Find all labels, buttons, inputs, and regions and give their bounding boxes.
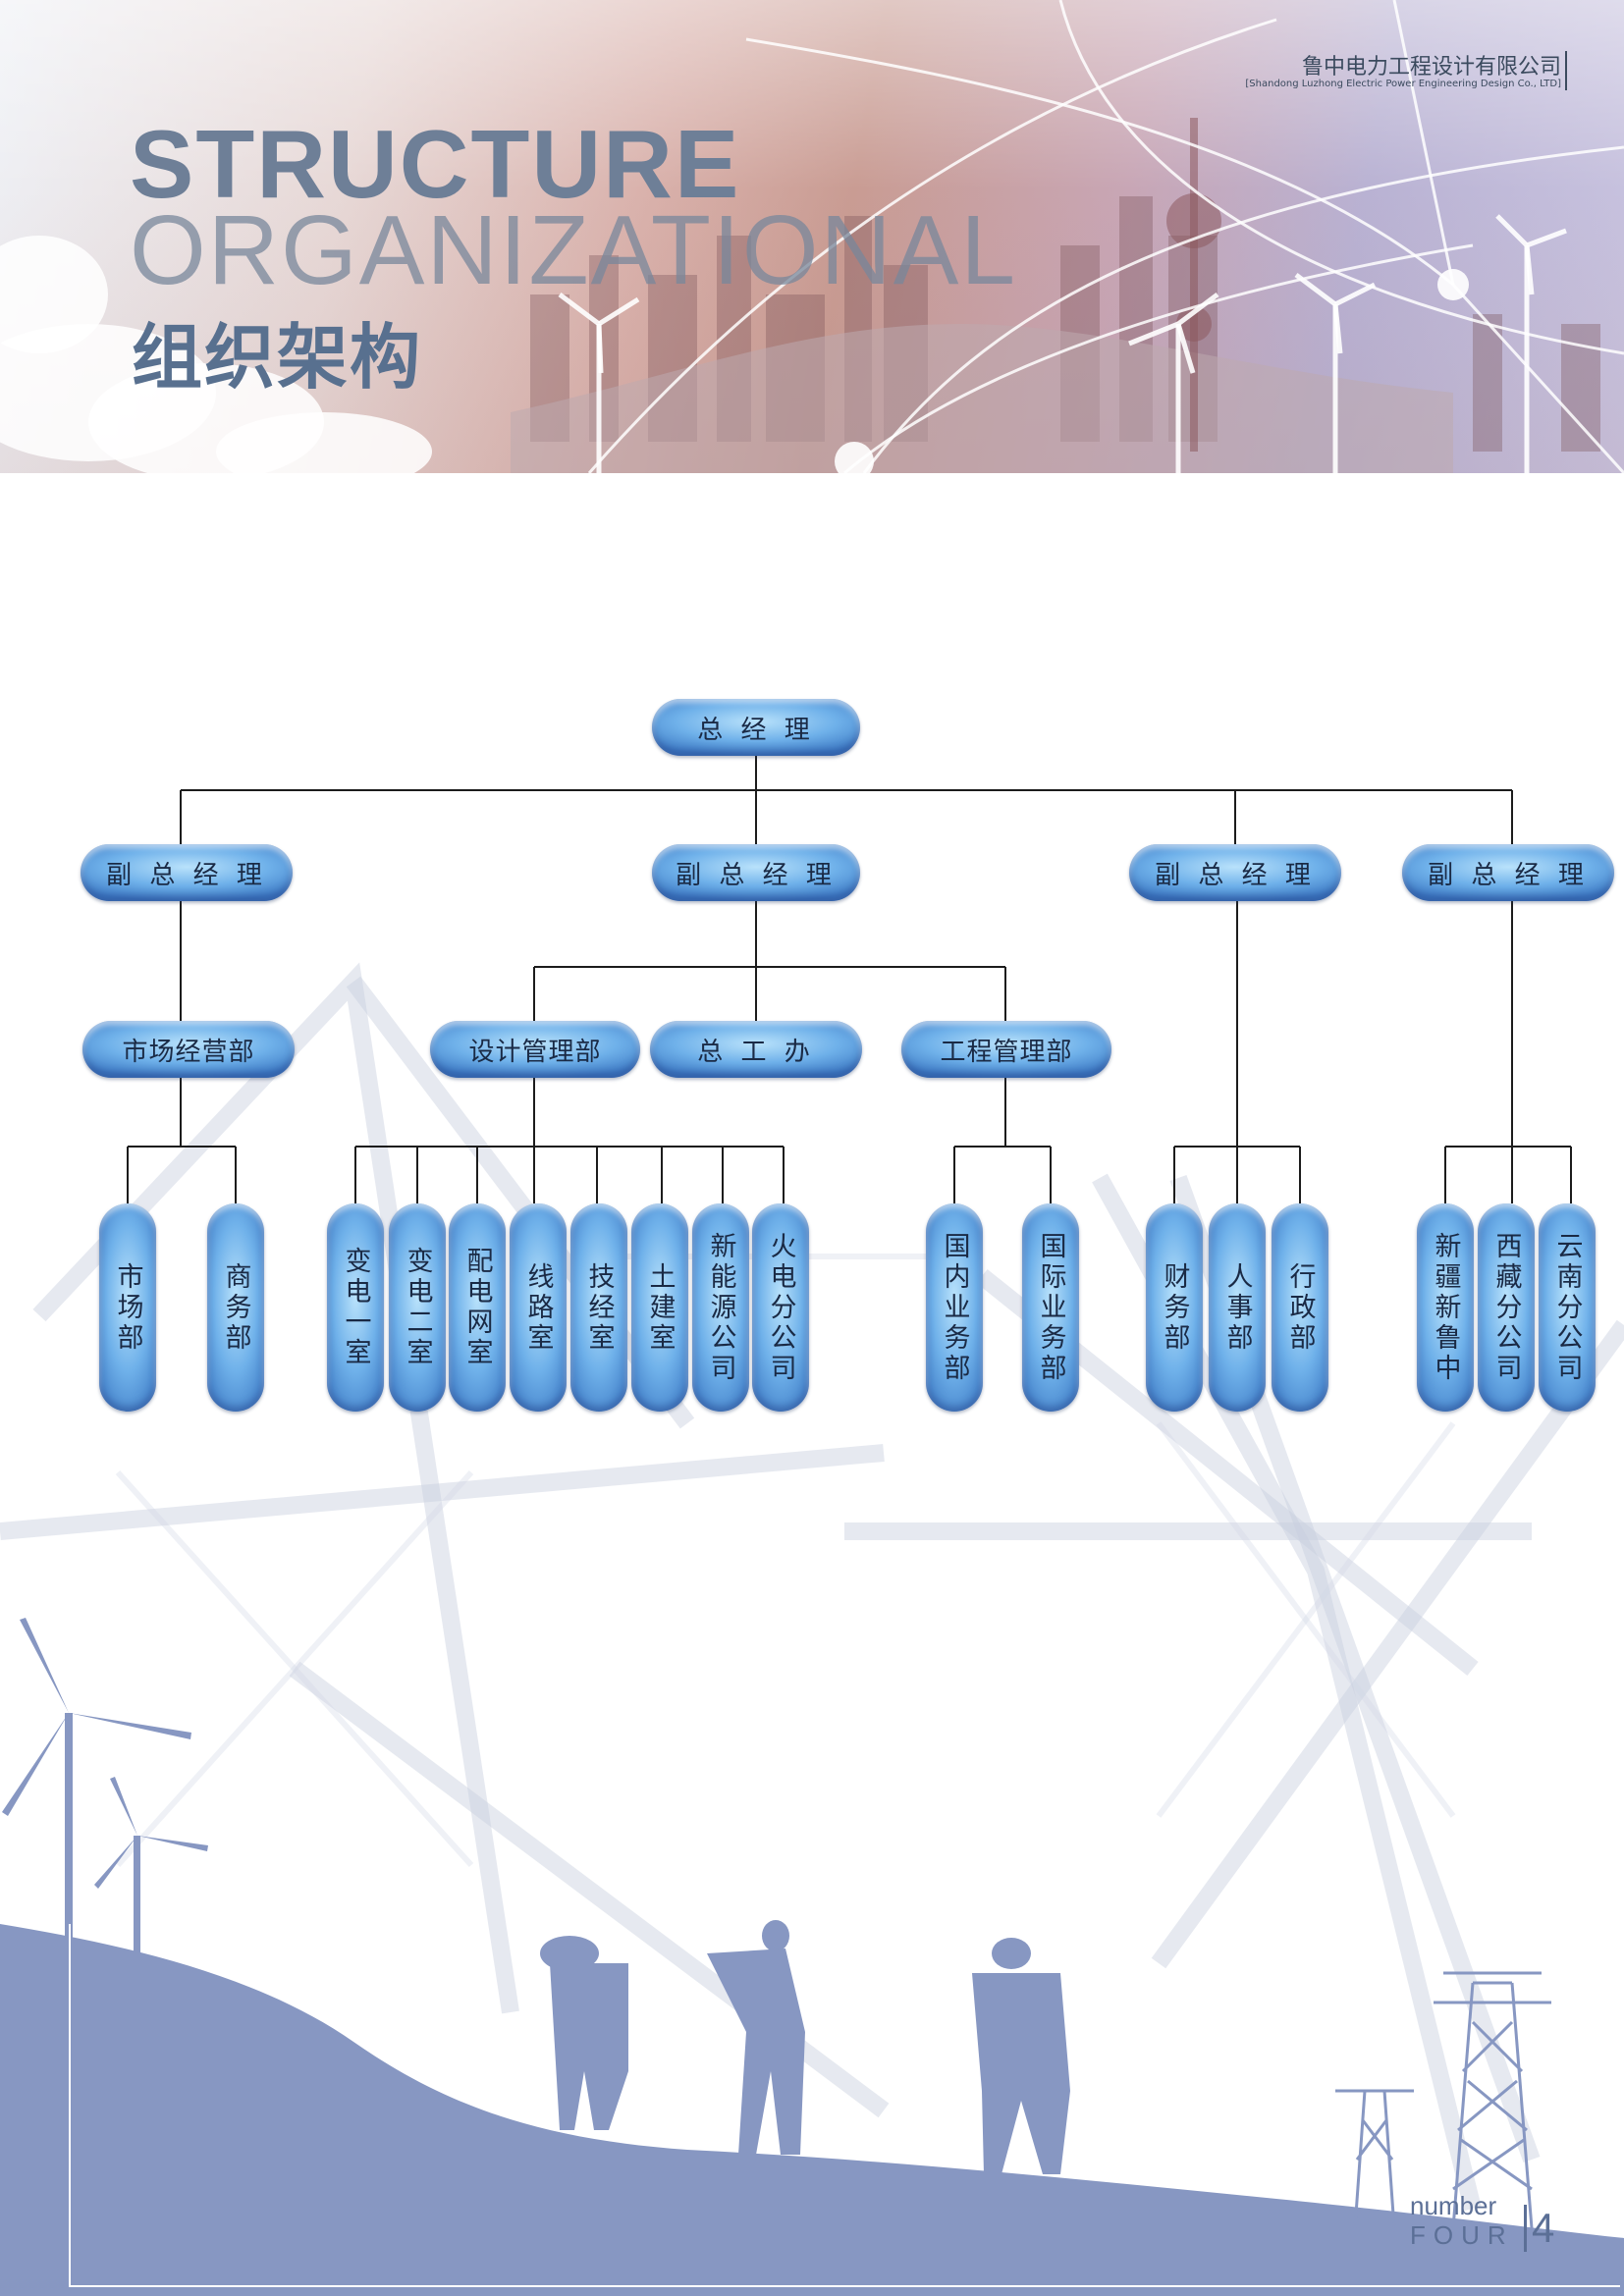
node-market-dept: 市场经营部 bbox=[82, 1021, 295, 1078]
connector-design-bus bbox=[355, 1078, 784, 1148]
banner-turbines bbox=[558, 214, 1567, 473]
pylons-right bbox=[1335, 1971, 1551, 2229]
company-name-cn: 鲁中电力工程设计有限公司 bbox=[1301, 55, 1561, 80]
unit-finance: 财务部 bbox=[1146, 1203, 1203, 1412]
unit-new-energy: 新能源公司 bbox=[692, 1203, 749, 1412]
unit-yunnan-branch: 云南分公司 bbox=[1539, 1203, 1596, 1412]
city-network-illustration bbox=[0, 0, 1624, 473]
unit-business: 商务部 bbox=[207, 1203, 264, 1412]
unit-international-business: 国际业务部 bbox=[1022, 1203, 1079, 1412]
unit-market: 市场部 bbox=[99, 1203, 156, 1412]
node-chief-engineer-office: 总 工 办 bbox=[650, 1021, 862, 1078]
connector-market-units bbox=[127, 1078, 237, 1203]
header-banner: STRUCTURE ORGANIZATIONAL 组织架构 鲁中电力工程设计有限… bbox=[0, 0, 1624, 473]
node-vice-gm-1: 副 总 经 理 bbox=[81, 844, 293, 901]
unit-tibet-branch: 西藏分公司 bbox=[1478, 1203, 1535, 1412]
company-divider bbox=[1565, 51, 1567, 90]
cloud bbox=[0, 236, 432, 473]
connector-vp2-depts bbox=[533, 901, 1006, 1021]
company-name-en: [Shandong Luzhong Electric Power Enginee… bbox=[1245, 79, 1561, 89]
node-general-manager: 总 经 理 bbox=[652, 699, 860, 756]
connector-branch-units bbox=[1444, 901, 1572, 1203]
page-number-word: number bbox=[1410, 2191, 1497, 2220]
connector-design-units bbox=[354, 1147, 785, 1203]
page-number-digit: 4 bbox=[1532, 2205, 1555, 2251]
connector-admin-units bbox=[1173, 901, 1301, 1203]
hill bbox=[0, 1924, 1624, 2296]
unit-xinjiang-branch: 新疆新鲁中 bbox=[1417, 1203, 1474, 1412]
title-chinese: 组织架构 bbox=[132, 316, 423, 399]
node-engineering-dept: 工程管理部 bbox=[901, 1021, 1111, 1078]
river bbox=[511, 324, 1453, 473]
footer-turbines bbox=[2, 1618, 208, 1953]
title-organizational: ORGANIZATIONAL bbox=[130, 195, 1018, 305]
unit-line: 线路室 bbox=[510, 1203, 567, 1412]
title-structure: STRUCTURE bbox=[130, 110, 741, 218]
unit-distribution-network: 配电网室 bbox=[449, 1203, 506, 1412]
network-nodes bbox=[835, 269, 1469, 473]
unit-human-resources: 人事部 bbox=[1209, 1203, 1266, 1412]
node-vice-gm-2: 副 总 经 理 bbox=[652, 844, 860, 901]
node-design-dept: 设计管理部 bbox=[430, 1021, 640, 1078]
hikers-silhouette bbox=[540, 1920, 1070, 2174]
unit-substation-2: 变电二室 bbox=[389, 1203, 446, 1412]
unit-domestic-business: 国内业务部 bbox=[926, 1203, 983, 1412]
connector-engineering-units bbox=[953, 1078, 1052, 1203]
footer-frame-left bbox=[69, 1924, 71, 2287]
page-number-label: FOUR bbox=[1410, 2220, 1514, 2250]
network-lines bbox=[587, 0, 1624, 473]
footer-frame-bottom bbox=[69, 2285, 1620, 2287]
unit-civil: 土建室 bbox=[631, 1203, 688, 1412]
unit-administration: 行政部 bbox=[1272, 1203, 1328, 1412]
unit-technical-economics: 技经室 bbox=[570, 1203, 627, 1412]
node-vice-gm-3: 副 总 经 理 bbox=[1129, 844, 1341, 901]
page-number-divider bbox=[1524, 2205, 1527, 2252]
unit-substation-1: 变电一室 bbox=[327, 1203, 384, 1412]
node-vice-gm-4: 副 总 经 理 bbox=[1402, 844, 1614, 901]
unit-thermal-power: 火电分公司 bbox=[752, 1203, 809, 1412]
